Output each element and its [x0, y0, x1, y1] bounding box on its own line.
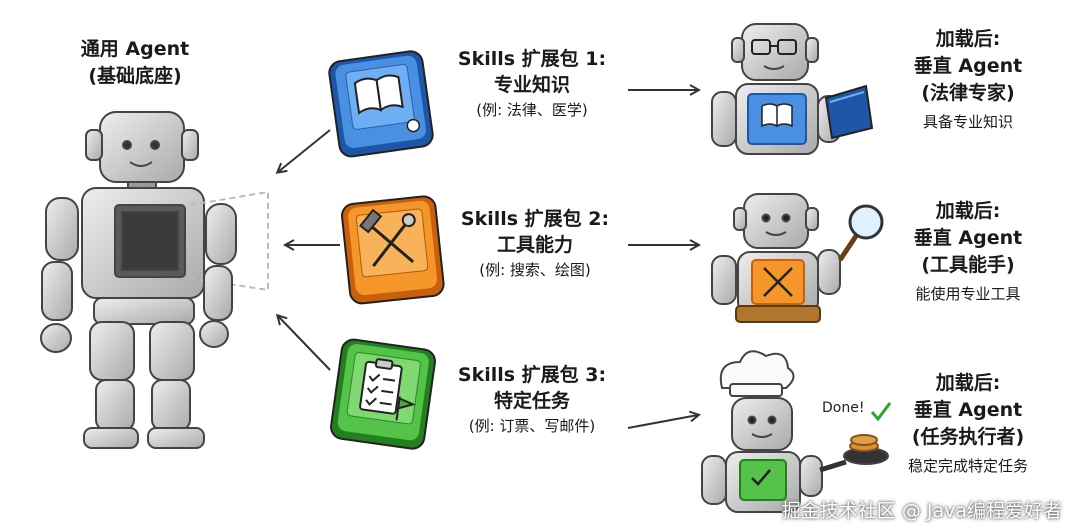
result-3-label: 加载后: 垂直 Agent (任务执行者) 稳定完成特定任务: [878, 370, 1058, 481]
screen-book-icon: [761, 103, 793, 128]
result-2-label: 加载后: 垂直 Agent (工具能手) 能使用专业工具: [878, 198, 1058, 309]
skill-2-label: Skills 扩展包 2: 工具能力 (例: 搜索、绘图): [420, 206, 650, 282]
base-robot-ear-right: [181, 129, 199, 161]
done-label: Done!: [822, 400, 865, 416]
result-1-type: 垂直 Agent: [913, 55, 1023, 77]
screen-tools-icon: [763, 267, 793, 297]
frying-pan-icon: [819, 434, 889, 473]
skill-3-label: Skills 扩展包 3: 特定任务 (例: 订票、写邮件): [417, 362, 647, 438]
gear-icon: [406, 118, 421, 133]
checklist-icon: [359, 358, 416, 421]
result-2-loaded: 加载后:: [935, 200, 1001, 222]
result-2-type: 垂直 Agent: [913, 227, 1023, 249]
done-check-icon: [870, 402, 892, 422]
hammer-wrench-icon: [359, 208, 416, 267]
arrow-skill3-to-base: [278, 316, 331, 371]
flag-icon: [395, 396, 416, 421]
result-2-desc: 能使用专业工具: [915, 285, 1021, 303]
base-robot-eye-left: [122, 140, 132, 150]
skill-pack-1: [328, 50, 434, 158]
result-robot-tasks: [701, 350, 892, 513]
result-robot-tools: [711, 193, 884, 323]
watermark: 掘金技术社区 @ Java编程爱好者: [781, 500, 1062, 522]
result-1-role: (法律专家): [921, 82, 1015, 104]
result-robot-legal: [711, 23, 874, 155]
skill-2-example: (例: 搜索、绘图): [479, 261, 591, 279]
base-agent-title: 通用 Agent: [80, 38, 190, 60]
result-3-role: (任务执行者): [911, 426, 1025, 448]
tool-belt: [735, 305, 821, 323]
skill-3-name: Skills 扩展包 3:: [457, 364, 607, 386]
skill-pack-2: [341, 195, 445, 305]
result-1-label: 加载后: 垂直 Agent (法律专家) 具备专业知识: [878, 26, 1058, 137]
base-robot-thigh-right: [149, 321, 195, 381]
skill-3-example: (例: 订票、写邮件): [468, 417, 596, 435]
base-robot-eye-right: [150, 140, 160, 150]
base-agent-label: 通用 Agent (基础底座): [60, 36, 210, 90]
result-3-type: 垂直 Agent: [913, 399, 1023, 421]
skill-1-label: Skills 扩展包 1: 专业知识 (例: 法律、医学): [417, 46, 647, 122]
magnifier-icon: [837, 204, 884, 262]
arrow-skill3-to-result: [627, 415, 698, 429]
base-robot-mouth: [129, 161, 153, 167]
screen-check-icon: [751, 469, 771, 486]
skill-2-name: Skills 扩展包 2:: [460, 208, 610, 230]
base-agent-subtitle: (基础底座): [88, 65, 182, 87]
skill-2-ability: 工具能力: [496, 234, 573, 256]
glasses-icon: [751, 39, 797, 55]
base-robot-thigh-left: [89, 321, 135, 381]
chef-hat-icon: [719, 350, 795, 397]
result-3-desc: 稳定完成特定任务: [907, 457, 1028, 475]
skill-1-name: Skills 扩展包 1:: [457, 48, 607, 70]
base-robot: [40, 111, 269, 449]
held-book-icon: [824, 84, 874, 140]
base-robot-head: [99, 111, 185, 183]
result-1-desc: 具备专业知识: [922, 113, 1013, 131]
skill-pack-3: [330, 338, 436, 450]
result-2-role: (工具能手): [921, 254, 1015, 276]
book-icon: [353, 74, 404, 115]
base-robot-upper-arm-left: [45, 197, 79, 261]
skill-1-ability: 专业知识: [493, 74, 570, 96]
base-robot-upper-arm-right: [205, 203, 237, 265]
skill-3-ability: 特定任务: [493, 390, 570, 412]
arrow-skill1-to-base: [278, 129, 331, 172]
skill-1-example: (例: 法律、医学): [476, 101, 588, 119]
base-robot-ear-left: [85, 129, 103, 161]
result-3-loaded: 加载后:: [935, 372, 1001, 394]
result-1-loaded: 加载后:: [935, 28, 1001, 50]
